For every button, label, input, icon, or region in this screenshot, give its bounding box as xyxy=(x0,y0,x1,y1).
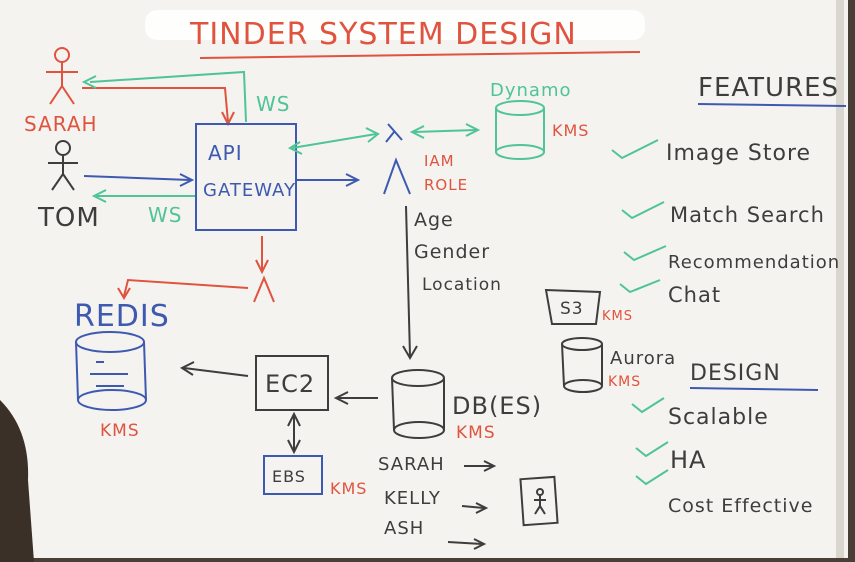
features-heading: FEATURES xyxy=(698,73,839,103)
profile-card-icon xyxy=(519,475,559,527)
sarah-label: SARAH xyxy=(24,112,98,136)
attribute-gender: Gender xyxy=(414,241,490,263)
design-goal-scalable: Scalable xyxy=(668,405,769,430)
feature-item-match-search: Match Search xyxy=(670,203,825,227)
ebs-label: EBS xyxy=(272,467,306,486)
s3-kms-label: KMS xyxy=(602,309,633,324)
dynamo-cylinder-icon xyxy=(495,100,545,160)
redis-label: REDIS xyxy=(74,299,170,334)
design-heading: DESIGN xyxy=(690,361,781,386)
user-list-item-sarah: SARAH xyxy=(378,454,445,475)
api-gateway-box xyxy=(195,123,297,231)
lambda-to-db-arrow xyxy=(402,205,418,360)
ec2-box xyxy=(255,355,329,411)
aurora-kms-label: KMS xyxy=(608,374,641,390)
user-list-arrows xyxy=(447,460,497,550)
ec2-to-redis-arrow xyxy=(179,361,249,377)
ec2-label: EC2 xyxy=(265,370,315,398)
api-to-lambda-red-arrow xyxy=(117,236,275,303)
feature-checkmarks xyxy=(611,139,669,486)
dynamo-label: Dynamo xyxy=(490,80,572,101)
whiteboard-right-edge xyxy=(836,0,844,558)
lambda-icon-iam xyxy=(383,157,411,195)
user-list-item-kelly: KELLY xyxy=(384,488,441,509)
ws-label-top: WS xyxy=(256,92,290,116)
ceiling-glare xyxy=(145,10,645,40)
title-underline xyxy=(199,51,641,59)
tom-stick-figure xyxy=(48,140,78,191)
lambda-icon-top xyxy=(385,123,403,143)
design-goal-cost-effective: Cost Effective xyxy=(668,495,813,517)
s3-label: S3 xyxy=(560,299,584,319)
features-underline xyxy=(697,103,847,107)
title: TINDER SYSTEM DESIGN xyxy=(189,17,577,52)
tom-label: TOM xyxy=(37,203,100,233)
ec2-ebs-double-arrow xyxy=(287,411,301,455)
redis-kms-label: KMS xyxy=(100,421,140,441)
iam-role-label-line2: ROLE xyxy=(424,176,468,194)
dynamo-kms-label: KMS xyxy=(552,121,589,140)
api-gateway-label-line2: GATEWAY xyxy=(203,180,296,201)
aurora-cylinder-icon xyxy=(561,337,603,393)
db-es-label: DB(ES) xyxy=(452,392,542,420)
api-gateway-label-line1: API xyxy=(208,141,243,165)
attribute-age: Age xyxy=(414,209,454,231)
attribute-location: Location xyxy=(422,275,502,295)
feature-item-chat: Chat xyxy=(668,283,721,307)
iam-role-label-line1: IAM xyxy=(424,152,455,170)
presenter-silhouette xyxy=(0,400,34,562)
sarah-to-api-arrows xyxy=(81,70,247,127)
ws-label-bottom: WS xyxy=(148,203,182,227)
feature-item-recommendation: Recommendation xyxy=(668,252,840,273)
tom-to-api-arrows xyxy=(83,173,196,203)
aurora-label: Aurora xyxy=(610,348,676,369)
lambda-to-dynamo-arrows xyxy=(409,123,481,139)
design-goal-ha: HA xyxy=(670,446,706,474)
ebs-kms-label: KMS xyxy=(330,479,367,498)
design-underline xyxy=(689,387,819,391)
redis-cylinder-icon xyxy=(75,331,147,411)
api-to-iam-arrows xyxy=(287,127,380,187)
feature-item-image-store: Image Store xyxy=(666,141,811,166)
sarah-stick-figure xyxy=(46,47,78,105)
db-cylinder-icon xyxy=(391,369,445,439)
db-to-ec2-arrow xyxy=(333,391,378,405)
s3-bucket-icon xyxy=(544,288,602,325)
db-kms-label: KMS xyxy=(456,423,496,443)
ebs-box xyxy=(263,455,323,495)
user-list-item-ash: ASH xyxy=(384,518,424,539)
